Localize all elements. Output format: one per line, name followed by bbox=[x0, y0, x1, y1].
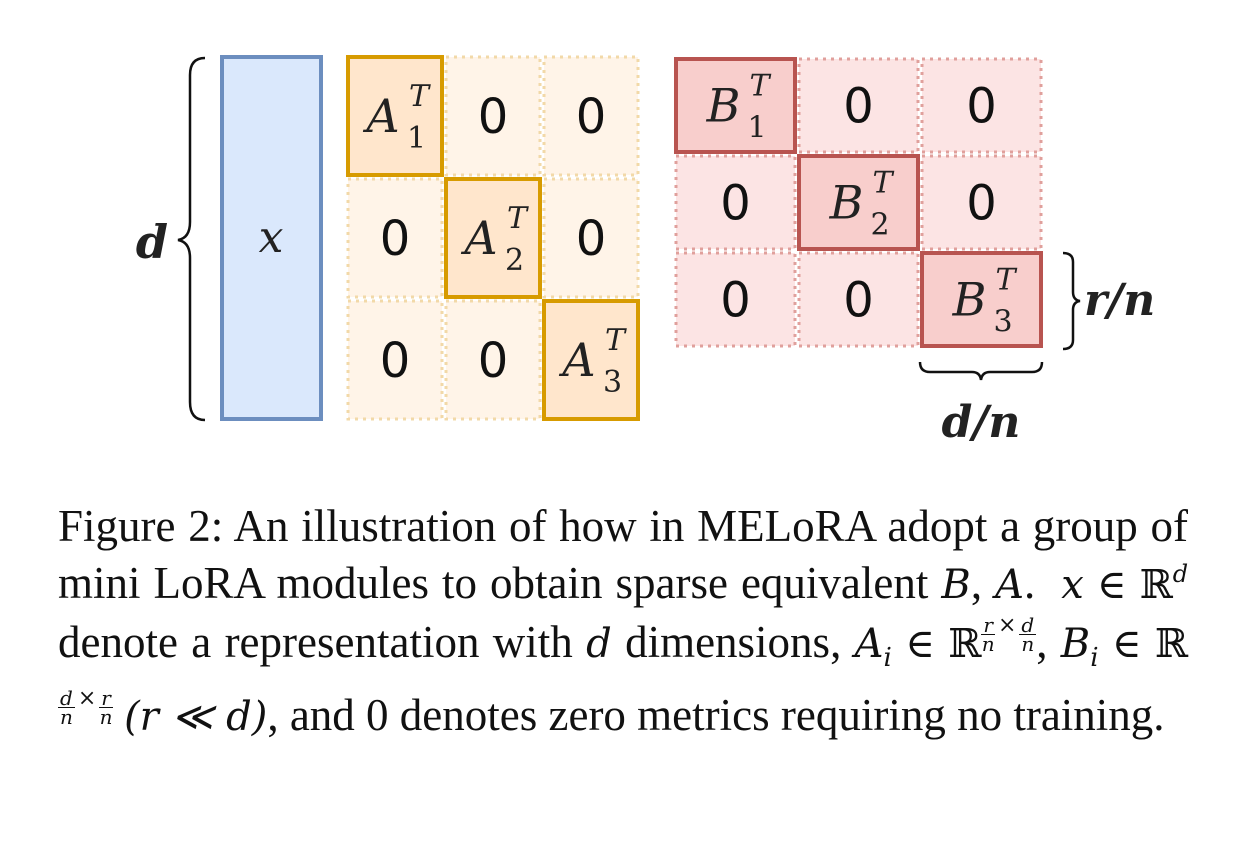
b-zero-cell bbox=[920, 154, 1043, 251]
a-block-3 bbox=[542, 299, 640, 421]
d-brace bbox=[177, 56, 206, 422]
caption-comma-1: , bbox=[970, 558, 983, 608]
a-block-transpose-1: T bbox=[409, 79, 431, 114]
caption-reals-2: ℝ bbox=[948, 621, 982, 667]
caption-reals-3: ℝ bbox=[1154, 621, 1189, 667]
caption-text-2: denote a representation with bbox=[58, 617, 573, 667]
b-zero-label: 0 bbox=[966, 79, 997, 135]
caption-sup-d: d bbox=[1172, 560, 1189, 588]
a-block-label-2: A bbox=[460, 211, 497, 265]
a-block-sub-1: 1 bbox=[407, 121, 426, 156]
a-zero-label: 0 bbox=[380, 333, 411, 389]
caption-sym-bi: Bi bbox=[1060, 621, 1099, 673]
d-label: d bbox=[136, 215, 168, 269]
d-over-n-brace bbox=[918, 361, 1044, 381]
caption-period-1: . bbox=[1023, 558, 1036, 608]
a-block-sub-3: 3 bbox=[603, 365, 622, 400]
caption-sym-b: B bbox=[941, 562, 971, 608]
b-zero-label: 0 bbox=[720, 176, 751, 232]
b-block-2 bbox=[797, 154, 920, 251]
caption-text-3: dimensions, bbox=[625, 617, 842, 667]
b-zero-cell bbox=[674, 251, 797, 348]
caption-paren-expr: (r ≪ d) bbox=[124, 694, 268, 740]
a-block-transpose-3: T bbox=[605, 323, 627, 358]
a-zero-cell bbox=[346, 177, 444, 299]
caption-sym-ai: Ai bbox=[854, 621, 892, 673]
x-vector bbox=[220, 55, 323, 421]
b-block-label-3: B bbox=[952, 273, 987, 327]
b-block-label-2: B bbox=[829, 176, 864, 230]
a-zero-cell bbox=[444, 299, 542, 421]
b-zero-label: 0 bbox=[720, 273, 751, 329]
caption-elem-1: ∈ bbox=[1096, 562, 1127, 608]
b-block-transpose-1: T bbox=[750, 69, 772, 104]
b-zero-cell bbox=[920, 57, 1043, 154]
b-block-transpose-2: T bbox=[873, 166, 895, 201]
figure-caption: Figure 2: An illustration of how in MELo… bbox=[58, 498, 1188, 746]
a-zero-label: 0 bbox=[478, 333, 509, 389]
a-block-label-3: A bbox=[558, 333, 595, 387]
a-zero-cell bbox=[542, 177, 640, 299]
caption-text-4: , and 0 denotes zero metrics requiring n… bbox=[267, 690, 1165, 740]
caption-comma-2: , bbox=[1036, 617, 1048, 667]
figure-label: Figure 2: bbox=[58, 501, 224, 551]
b-zero-cell bbox=[674, 154, 797, 251]
b-block-transpose-3: T bbox=[996, 263, 1018, 298]
caption-sym-x: x bbox=[1061, 562, 1084, 608]
b-block-3 bbox=[920, 251, 1043, 348]
b-block-sub-2: 2 bbox=[871, 208, 890, 243]
a-block-sub-2: 2 bbox=[505, 243, 524, 278]
a-zero-cell bbox=[444, 55, 542, 177]
b-block-sub-1: 1 bbox=[748, 111, 767, 146]
caption-reals-1: ℝ bbox=[1139, 562, 1173, 608]
b-zero-label: 0 bbox=[843, 273, 874, 329]
a-block-2 bbox=[444, 177, 542, 299]
caption-text-1: An illustration of how in MELoRA adopt a… bbox=[58, 501, 1189, 608]
a-zero-label: 0 bbox=[576, 211, 607, 267]
r-over-n-brace bbox=[1062, 251, 1081, 351]
b-zero-label: 0 bbox=[966, 176, 997, 232]
d-over-n-label: d/n bbox=[942, 397, 1021, 448]
a-block-1 bbox=[346, 55, 444, 177]
r-over-n-label: r/n bbox=[1084, 275, 1155, 326]
b-block-label-1: B bbox=[706, 79, 741, 133]
b-block-1 bbox=[674, 57, 797, 154]
a-zero-cell bbox=[542, 55, 640, 177]
caption-sym-a: A bbox=[995, 562, 1024, 608]
a-zero-label: 0 bbox=[576, 89, 607, 145]
caption-elem-3: ∈ bbox=[1111, 621, 1142, 667]
b-block-sub-3: 3 bbox=[994, 305, 1013, 340]
b-zero-cell bbox=[797, 251, 920, 348]
a-block-label-1: A bbox=[362, 89, 399, 143]
b-zero-label: 0 bbox=[843, 79, 874, 135]
a-zero-label: 0 bbox=[380, 211, 411, 267]
caption-elem-2: ∈ bbox=[905, 621, 935, 667]
a-block-transpose-2: T bbox=[507, 201, 529, 236]
a-zero-label: 0 bbox=[478, 89, 509, 145]
b-zero-cell bbox=[797, 57, 920, 154]
x-label: x bbox=[259, 212, 284, 263]
caption-sym-d: d bbox=[586, 621, 612, 667]
a-zero-cell bbox=[346, 299, 444, 421]
